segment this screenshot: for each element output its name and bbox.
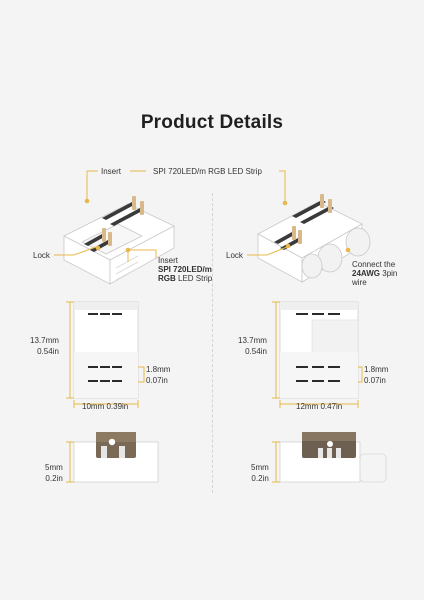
left-thick-mm: 5mm: [45, 463, 63, 472]
right-thick-in: 0.2in: [251, 473, 269, 483]
left-pitch-mm: 1.8mm: [146, 365, 171, 374]
insert-note-line3-rest: LED Strip: [175, 274, 213, 284]
right-top-view: [272, 301, 363, 408]
right-pitch-mm: 1.8mm: [364, 365, 389, 374]
left-thick-dim: 5mm 0.2in: [45, 463, 63, 485]
left-side-view: [66, 432, 159, 483]
right-lock-label: Lock: [226, 251, 243, 260]
connect-note-line1: Connect the: [352, 260, 396, 269]
right-lock-leader: [247, 246, 288, 256]
right-thick-dim: 5mm 0.2in: [251, 463, 269, 485]
connect-note-line2-bold: 24AWG: [352, 269, 381, 279]
left-width-dim: 10mm 0.39in: [82, 402, 129, 411]
column-divider: [212, 193, 213, 493]
insert-note-line1: Insert: [158, 256, 179, 265]
page-title: Product Details: [140, 112, 284, 133]
right-connect-note: Connect the 24AWG 3pin wire: [352, 260, 397, 288]
right-width-dim: 12mm 0.47in: [296, 402, 343, 411]
insert-note-line3-bold: RGB: [158, 274, 176, 284]
left-height-in: 0.54in: [37, 346, 59, 356]
right-height-dim: 13.7mm 0.54in: [238, 336, 267, 358]
left-connector-3d: [63, 196, 175, 285]
strip-label: SPI 720LED/m RGB LED Strip: [153, 167, 262, 176]
left-pitch-in: 0.07in: [146, 375, 168, 385]
left-lock-leader: [54, 246, 97, 256]
right-height-mm: 13.7mm: [238, 336, 267, 345]
left-thick-in: 0.2in: [45, 473, 63, 483]
right-side-view: [272, 432, 387, 483]
right-height-in: 0.54in: [245, 346, 267, 356]
right-pitch-dim: 1.8mm 0.07in: [364, 365, 388, 387]
insert-note-line2: SPI 720LED/m: [158, 265, 212, 275]
left-lock-label: Lock: [33, 251, 50, 260]
right-pitch-in: 0.07in: [364, 375, 386, 385]
left-height-mm: 13.7mm: [30, 336, 59, 345]
connect-note-line2-rest: 3pin: [380, 269, 398, 279]
left-pitch-dim: 1.8mm 0.07in: [146, 365, 170, 387]
right-thick-mm: 5mm: [251, 463, 269, 472]
connect-note-line3: wire: [352, 278, 367, 288]
left-top-view: [66, 301, 145, 408]
left-insert-note: Insert SPI 720LED/m RGB LED Strip: [158, 256, 212, 284]
left-height-dim: 13.7mm 0.54in: [30, 336, 59, 358]
right-connector-3d: [257, 194, 371, 283]
left-note-leader: [128, 249, 157, 258]
insert-label: Insert: [101, 167, 122, 176]
